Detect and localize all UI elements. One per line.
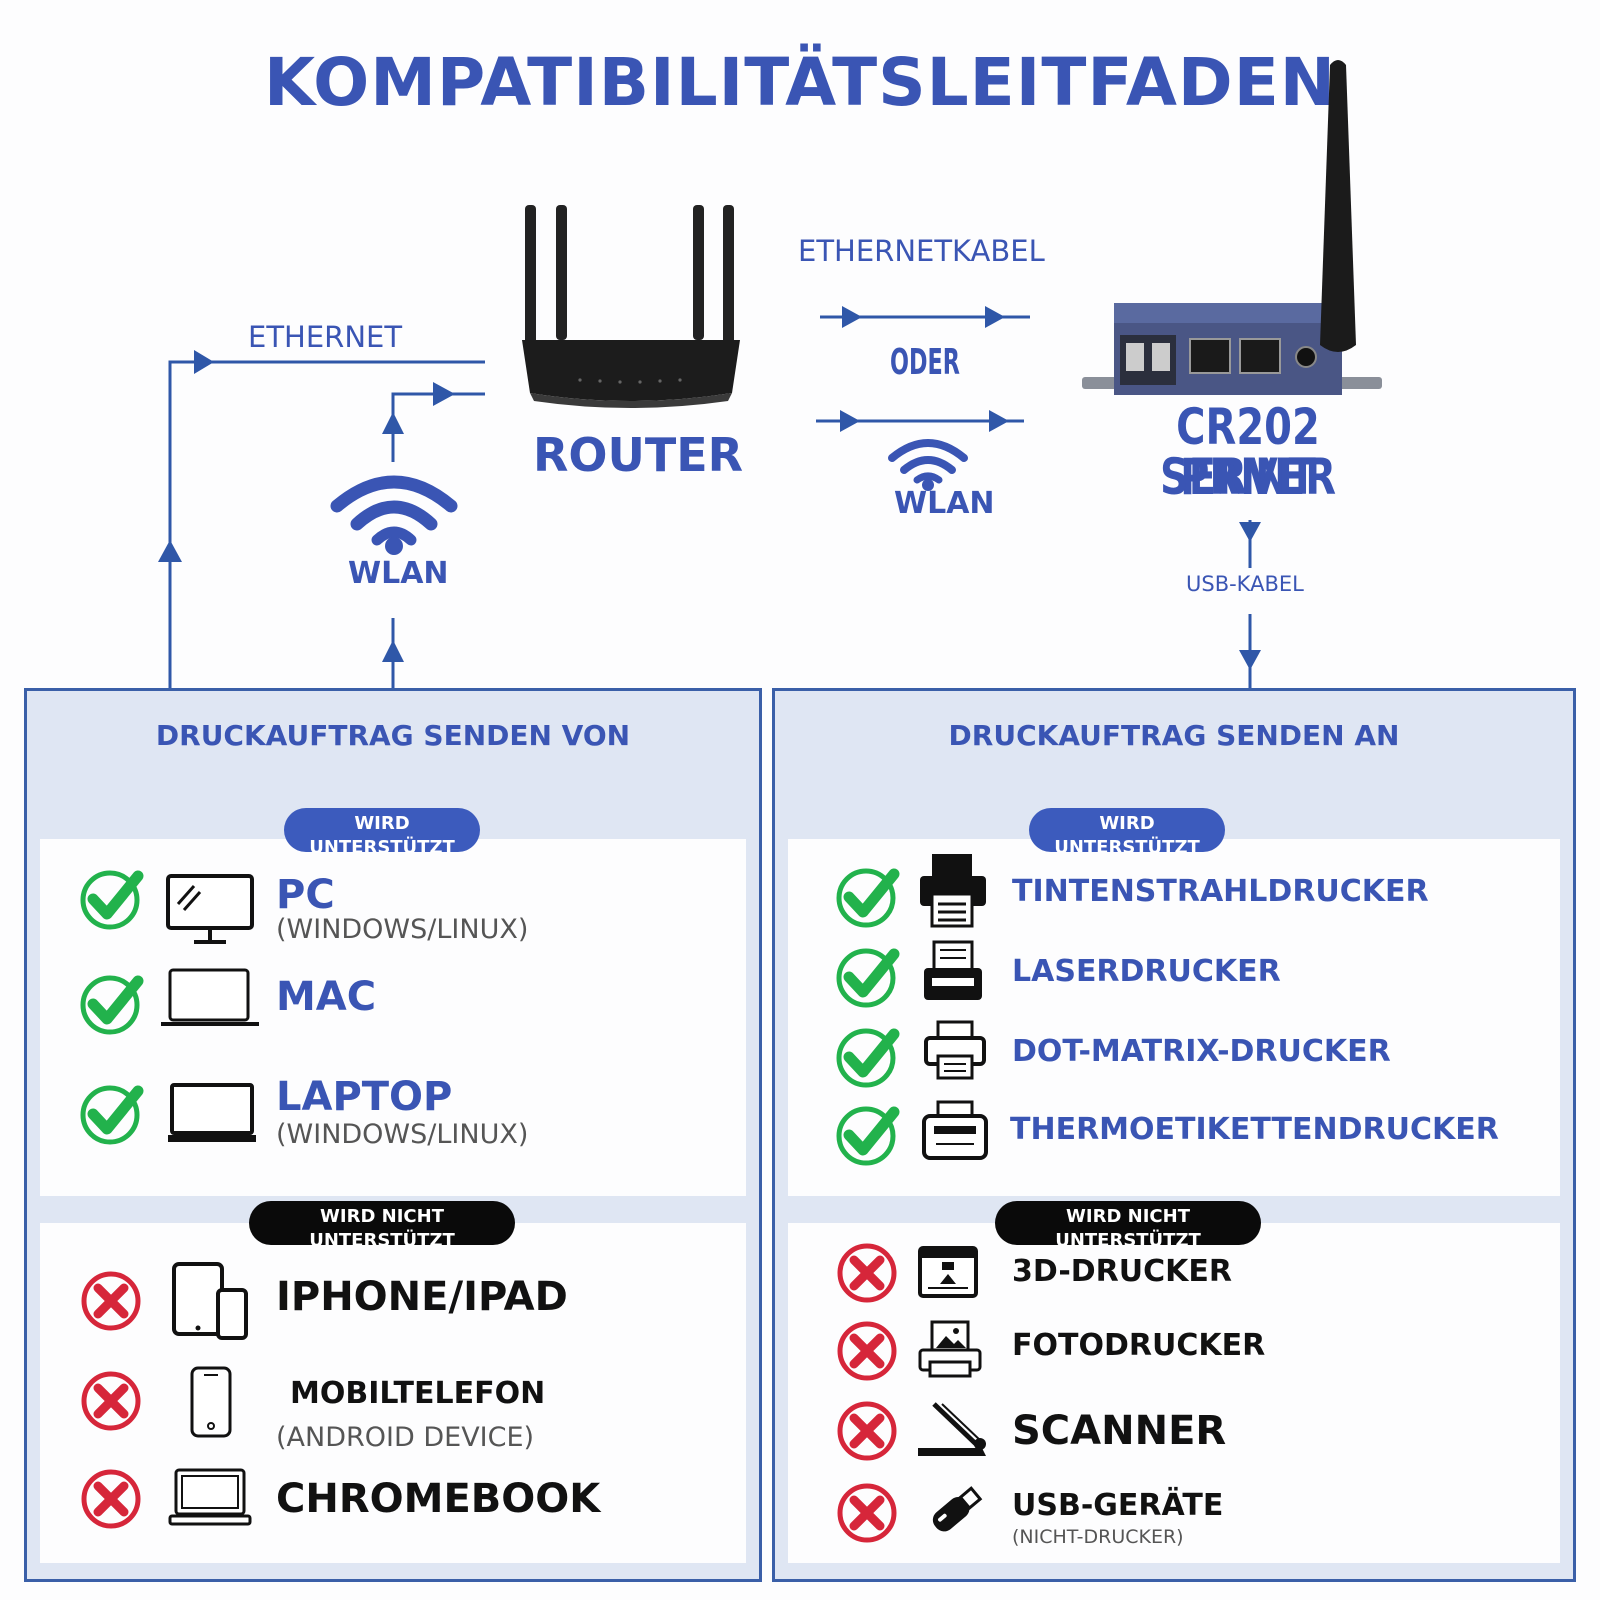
chromebook-title: CHROMEBOOK (276, 1476, 601, 1522)
send-from-heading: DRUCKAUFTRAG SENDEN VON (155, 719, 631, 752)
wlan-left-label: WLAN (348, 556, 449, 591)
photo-printer-icon (918, 1320, 982, 1378)
oder-label: ODER (890, 342, 960, 383)
supported-badge: WIRD UNTERSTÜTZT (284, 808, 480, 852)
send-to-heading: DRUCKAUFTRAG SENDEN AN (948, 719, 1400, 752)
mac-title: MAC (276, 974, 377, 1020)
laptop-title: LAPTOP (276, 1074, 453, 1120)
scanner-title: SCANNER (1012, 1408, 1227, 1454)
cross-icon (837, 1483, 897, 1543)
cross-icon (837, 1401, 897, 1461)
wifi-icon (330, 475, 458, 555)
cross-icon (837, 1321, 897, 1381)
desktop-monitor-icon (166, 874, 254, 944)
wlan-mid-label: WLAN (894, 486, 995, 521)
mobile-phone-subtitle: (ANDROID DEVICE) (276, 1422, 535, 1453)
page-title: KOMPATIBILITÄTSLEITFADEN (263, 44, 1337, 121)
unsupported-badge: WIRD NICHT UNTERSTÜTZT (995, 1201, 1261, 1245)
laser-title: LASERDRUCKER (1012, 954, 1281, 989)
pc-subtitle: (WINDOWS/LINUX) (276, 914, 529, 945)
laptop-icon (168, 1083, 256, 1142)
3d-printer-title: 3D-DRUCKER (1012, 1254, 1233, 1289)
check-icon (80, 975, 144, 1035)
server-label-line1: CR202 PRINT (1176, 398, 1320, 506)
cross-icon (81, 1271, 141, 1331)
iphone-ipad-title: IPHONE/IPAD (276, 1274, 568, 1320)
check-icon (80, 870, 144, 930)
tablet-phone-icon (172, 1262, 248, 1340)
photo-printer-title: FOTODRUCKER (1012, 1328, 1266, 1363)
inkjet-printer-icon (920, 854, 986, 928)
print-server-icon (1082, 60, 1382, 395)
connection-lines (158, 306, 1261, 688)
3d-printer-icon (918, 1246, 978, 1298)
supported-section (40, 839, 746, 1196)
check-icon (80, 1085, 144, 1145)
usb-cable-label: USB-KABEL (1186, 572, 1304, 596)
thermal-label-printer-icon (922, 1100, 988, 1160)
ethernet-label: ETHERNET (248, 320, 403, 354)
wifi-icon (888, 439, 968, 491)
check-icon (836, 1106, 900, 1166)
supported-section (788, 839, 1560, 1196)
chromebook-icon (168, 1468, 252, 1526)
check-icon (836, 868, 900, 928)
send-from-panel: DRUCKAUFTRAG SENDEN VON WIRD UNTERSTÜTZT… (24, 688, 762, 1582)
supported-badge: WIRD UNTERSTÜTZT (1029, 808, 1225, 852)
server-label-line2: SERVER (1159, 448, 1337, 506)
laser-printer-icon (924, 940, 982, 1000)
usb-devices-title: USB-GERÄTE (1012, 1488, 1224, 1523)
unsupported-section (40, 1223, 746, 1563)
cross-icon (81, 1371, 141, 1431)
dot-matrix-title: DOT-MATRIX-DRUCKER (1012, 1034, 1391, 1069)
router-icon (522, 205, 740, 408)
usb-devices-subtitle: (NICHT-DRUCKER) (1012, 1526, 1184, 1548)
thermal-title: THERMOETIKETTENDRUCKER (1010, 1112, 1499, 1147)
laptop-subtitle: (WINDOWS/LINUX) (276, 1119, 529, 1150)
ethernetkabel-label: ETHERNETKABEL (798, 234, 1045, 268)
pc-title: PC (276, 872, 335, 918)
usb-stick-icon (932, 1486, 983, 1532)
inkjet-title: TINTENSTRAHLDRUCKER (1012, 874, 1429, 909)
smartphone-icon (190, 1366, 232, 1438)
cross-icon (81, 1469, 141, 1529)
scanner-icon (918, 1402, 986, 1456)
router-label: ROUTER (533, 428, 744, 482)
unsupported-badge: WIRD NICHT UNTERSTÜTZT (249, 1201, 515, 1245)
mobile-phone-title: MOBILTELEFON (290, 1376, 546, 1411)
cross-icon (837, 1243, 897, 1303)
check-icon (836, 1028, 900, 1088)
unsupported-section (788, 1223, 1560, 1563)
dot-matrix-printer-icon (924, 1020, 986, 1080)
check-icon (836, 948, 900, 1008)
send-to-panel: DRUCKAUFTRAG SENDEN AN WIRD UNTERSTÜTZT … (772, 688, 1576, 1582)
macbook-icon (161, 968, 259, 1026)
